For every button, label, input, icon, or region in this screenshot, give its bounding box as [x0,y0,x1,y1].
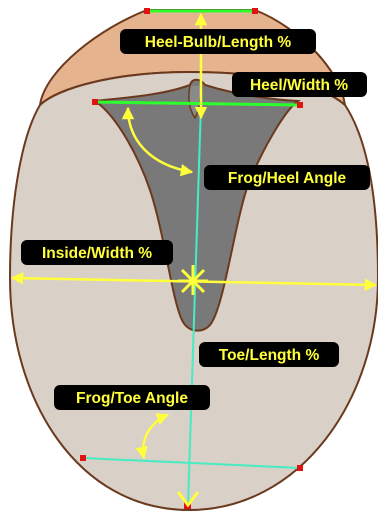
heel-width-left-marker [92,99,98,105]
svg-text:Heel/Width %: Heel/Width % [250,77,348,94]
label-frog-heel-angle: Frog/Heel Angle [204,165,370,190]
label-heel-width: Heel/Width % [232,72,367,97]
svg-text:Frog/Toe Angle: Frog/Toe Angle [76,390,188,407]
label-toe-length: Toe/Length % [199,342,339,367]
svg-text:Inside/Width %: Inside/Width % [42,245,152,262]
center-star-icon [178,265,208,295]
label-inside-width: Inside/Width % [21,240,173,265]
svg-text:Heel-Bulb/Length %: Heel-Bulb/Length % [145,34,292,51]
label-heel-bulb-length: Heel-Bulb/Length % [120,29,316,54]
label-frog-toe-angle: Frog/Toe Angle [54,385,210,410]
heel-width-right-marker [297,102,303,108]
heel-bulb-left-marker [144,8,150,14]
toe-left-marker [80,455,86,461]
svg-text:Toe/Length %: Toe/Length % [219,347,320,364]
heel-bulb-right-marker [252,8,258,14]
toe-right-marker [297,465,303,471]
svg-text:Frog/Heel Angle: Frog/Heel Angle [228,170,347,187]
